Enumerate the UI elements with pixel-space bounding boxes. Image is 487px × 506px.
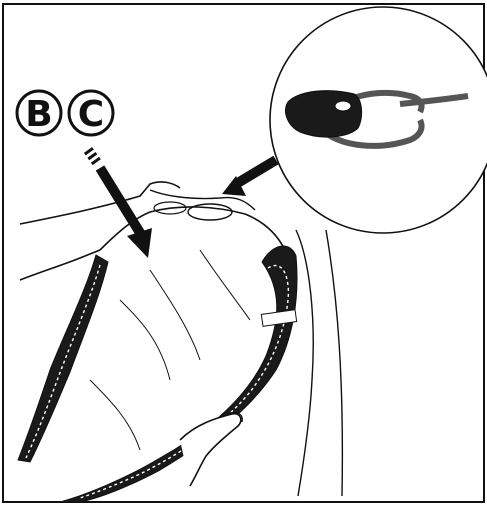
fold-line [200,250,250,320]
arrow-down-shaft [100,168,142,236]
jacket-back-edge [296,230,313,496]
jacket-side-edge [326,230,342,496]
left-zipper-strap [18,255,108,462]
fold-line [120,300,170,380]
hand-left-lower [20,250,100,280]
label-b-marker: B [17,91,61,135]
label-c-text: C [78,94,104,135]
collar-toggle [188,204,232,220]
arrow-down-tail [88,150,98,164]
label-c-marker: C [69,91,113,135]
cord-lock-body [286,91,362,137]
fold-line [90,380,140,450]
label-b-text: B [25,94,52,135]
hand-right [180,414,241,486]
cord-lock-hole [335,101,351,111]
hand-left-upper [20,182,180,224]
arrow-inset-shaft [236,160,276,184]
arrow-down-head [127,228,152,258]
